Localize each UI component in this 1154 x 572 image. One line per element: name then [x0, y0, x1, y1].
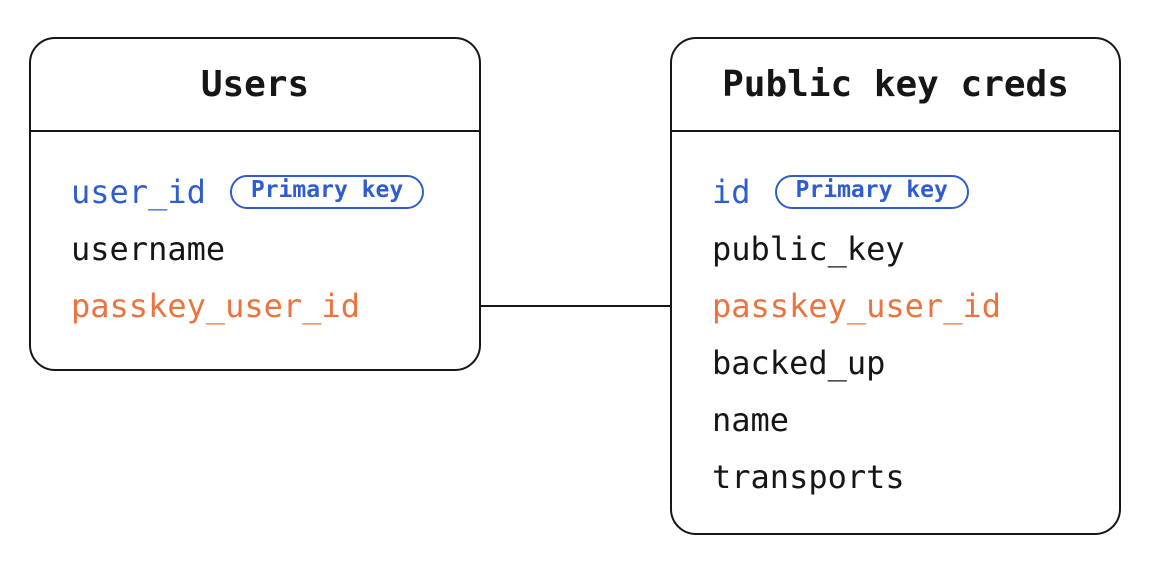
- field-row-passkey_user_id: passkey_user_id: [712, 277, 1103, 334]
- field-name: passkey_user_id: [712, 286, 1001, 325]
- primary-key-badge: Primary key: [229, 174, 425, 209]
- field-row-name: name: [712, 391, 1103, 448]
- relationship-line: [481, 305, 671, 307]
- primary-key-badge: Primary key: [774, 174, 969, 209]
- field-name: public_key: [712, 229, 905, 268]
- field-name: username: [71, 229, 226, 268]
- field-name: user_id: [71, 172, 206, 211]
- field-row-public_key: public_key: [712, 220, 1103, 277]
- field-name: backed_up: [712, 343, 886, 382]
- field-row-backed_up: backed_up: [712, 334, 1103, 391]
- field-name: name: [712, 400, 790, 439]
- field-row-transports: transports: [712, 448, 1103, 505]
- entity-public-key-creds-title: Public key creds: [672, 39, 1119, 132]
- entity-users-title: Users: [31, 39, 479, 132]
- field-row-username: username: [71, 220, 463, 277]
- field-row-user_id: user_id Primary key: [71, 163, 463, 220]
- field-row-id: id Primary key: [712, 163, 1103, 220]
- field-name: id: [712, 172, 751, 211]
- field-name: passkey_user_id: [71, 286, 360, 325]
- field-name: transports: [712, 457, 905, 496]
- field-row-passkey_user_id: passkey_user_id: [71, 277, 463, 334]
- entity-public-key-creds: Public key creds id Primary key public_key…: [670, 37, 1121, 535]
